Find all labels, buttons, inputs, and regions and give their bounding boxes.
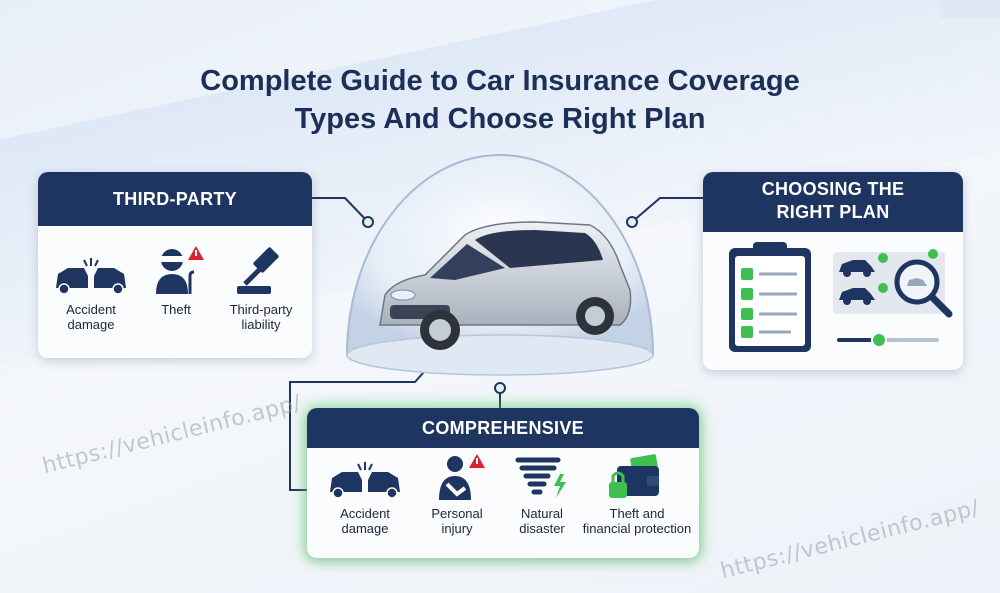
comprehensive-card: COMPREHENSIVE Accident damage Personal i… (307, 408, 699, 558)
title-line-1: Complete Guide to Car Insurance Coverage (200, 65, 800, 97)
magnifier-icon (894, 259, 953, 318)
comprehensive-item-injury-label-2: injury (441, 521, 473, 536)
third-party-item-theft: Theft (143, 244, 209, 317)
third-party-item-accident: Accident damage (50, 256, 132, 332)
comprehensive-item-theft: Theft and financial protection (579, 454, 695, 536)
third-party-item-liability-label-1: Third-party (229, 302, 293, 317)
comprehensive-item-disaster-label-1: Natural (521, 506, 563, 521)
comprehensive-item-injury-label-1: Personal (431, 506, 483, 521)
comprehensive-item-accident-label-1: Accident (340, 506, 390, 521)
choosing-plan-heading-1: CHOOSING THE (761, 179, 905, 199)
page-title: Complete Guide to Car Insurance Coverage… (0, 62, 1000, 138)
comprehensive-item-injury: Personal injury (417, 454, 497, 536)
comprehensive-item-accident: Accident damage (323, 460, 407, 536)
injured-person-icon (439, 454, 485, 500)
car-crash-icon (330, 462, 400, 499)
third-party-heading: THIRD-PARTY (38, 172, 312, 226)
third-party-item-theft-label: Theft (161, 302, 191, 317)
sedan-car-icon (379, 221, 632, 350)
comprehensive-item-theft-label-1: Theft and (609, 506, 665, 521)
comprehensive-item-disaster: Natural disaster (505, 454, 579, 536)
comprehensive-item-disaster-label-2: disaster (519, 521, 565, 536)
comprehensive-item-theft-label-2: financial protection (582, 521, 692, 536)
car-crash-icon (56, 258, 126, 295)
third-party-card: THIRD-PARTY Accident damage Theft Third-… (38, 172, 312, 358)
third-party-item-liability: Third-party liability (220, 244, 302, 332)
choosing-plan-heading: CHOOSING THE RIGHT PLAN (703, 172, 963, 232)
slider-icon[interactable] (837, 330, 941, 350)
checklist-clipboard-icon (729, 242, 811, 352)
choosing-plan-card: CHOOSING THE RIGHT PLAN (703, 172, 963, 370)
tornado-icon (515, 457, 566, 498)
title-line-2: Types And Choose Right Plan (294, 103, 706, 135)
wallet-lock-icon (609, 454, 659, 498)
third-party-item-accident-label-1: Accident (66, 302, 116, 317)
third-party-item-accident-label-2: damage (67, 317, 115, 332)
choosing-plan-heading-2: RIGHT PLAN (776, 202, 890, 222)
gavel-icon (237, 247, 279, 294)
comprehensive-heading: COMPREHENSIVE (307, 408, 699, 448)
comprehensive-item-accident-label-2: damage (341, 521, 389, 536)
car-dome-illustration (345, 154, 655, 376)
third-party-item-liability-label-2: liability (241, 317, 281, 332)
thief-icon (156, 246, 204, 294)
corner-tab (940, 0, 1000, 18)
